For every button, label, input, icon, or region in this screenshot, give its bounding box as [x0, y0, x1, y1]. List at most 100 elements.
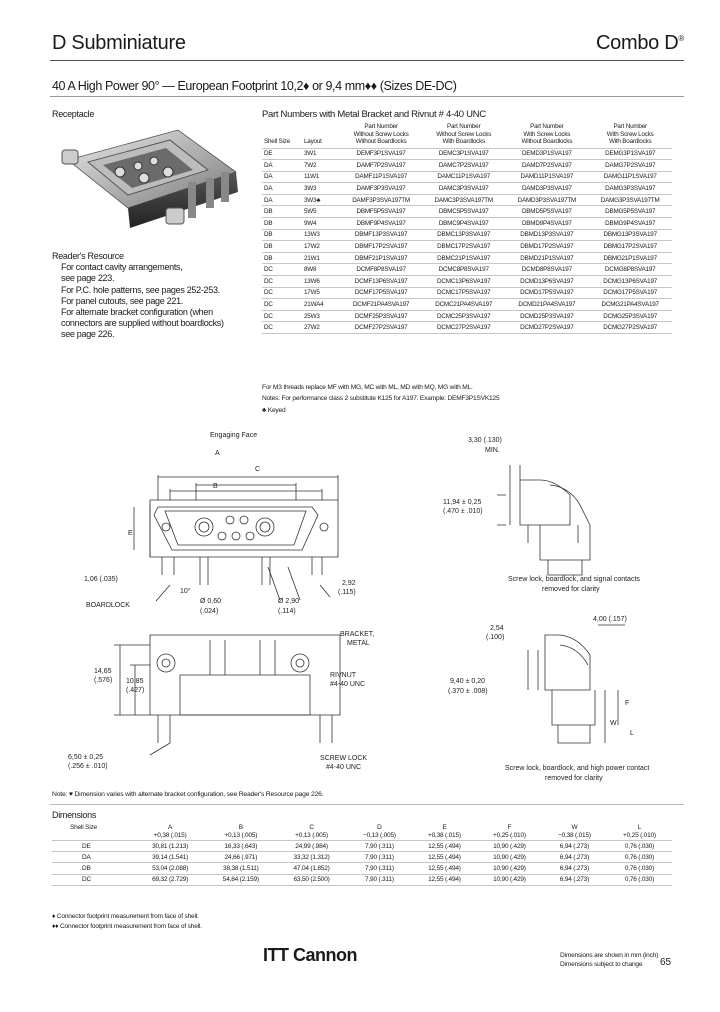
caption-top-2: removed for clarity: [542, 586, 600, 593]
part-numbers-notes: For M3 threads replace MF with MG, MC wi…: [262, 382, 500, 416]
table-cell: DEMD3P1SVA197: [521, 150, 572, 158]
table-cell: 12,55 (.494): [428, 876, 461, 884]
table-cell: DBMC21P1SVA197: [437, 254, 491, 262]
table-cell: 7,90 (.311): [365, 853, 394, 861]
table-cell: DCMG17P5SVA197: [603, 289, 658, 297]
table-cell: DEMF3P1SVA197: [356, 150, 406, 158]
table-cell: 0,76 (.030): [624, 864, 655, 872]
dim-940b-label: (.370 ± .008): [448, 688, 488, 695]
registered-mark: ®: [678, 34, 684, 43]
table-cell: DAMF11P1SVA197: [355, 173, 408, 181]
table-cell: DB: [264, 243, 273, 251]
table-cell: DE: [264, 150, 273, 158]
tolerance-cell: −0,38 (.015): [558, 832, 591, 839]
dim-e-label: E: [128, 530, 133, 537]
column-header: Part Number With Screw Locks With Boardl…: [606, 123, 654, 145]
table-cell: DBMC13P3SVA197: [437, 231, 491, 239]
tolerance-cell: +0,25 (.010): [493, 832, 526, 839]
column-header: C: [309, 824, 314, 831]
dim-1194b-label: (.470 ± .010): [443, 508, 483, 515]
table-cell: 12,55 (.494): [428, 864, 461, 872]
receptacle-label: Receptacle: [52, 109, 95, 119]
footer-dimensions-note: Dimensions are shown in mm (inch) Dimens…: [560, 952, 658, 969]
table-cell: DAMC7P2SVA197: [438, 161, 489, 169]
table-cell: DCMF17P5SVA197: [354, 289, 408, 297]
table-cell: DC: [264, 301, 273, 309]
table-cell: 6,94 (.273): [559, 853, 590, 861]
dim-290b-label: (.114): [278, 608, 296, 615]
tolerance-cell: +0,13 (.005): [224, 832, 258, 839]
table-cell: DB: [264, 219, 273, 227]
table-cell: DAMC11P1SVA197: [437, 173, 491, 181]
table-cell: DCMC21PA4SVA197: [435, 301, 493, 309]
table-cell: 30,81 (1.213): [152, 842, 189, 850]
table-cell: 3W3: [304, 185, 317, 193]
table-cell: DBMD21P1SVA197: [520, 254, 574, 262]
table-cell: DBMG5P5SVA197: [605, 208, 656, 216]
table-cell: DCMF25P3SVA197: [354, 312, 408, 320]
dimensions-notes: ♦ Connector footprint measurement from f…: [52, 912, 202, 932]
table-cell: DCMF8P8SVA197: [356, 266, 406, 274]
dim-106-label: 1,06 (.035): [84, 576, 118, 583]
table-cell: 25W3: [304, 312, 320, 320]
table-cell: DCMC13P6SVA197: [437, 277, 491, 285]
table-cell: DCMC17P5SVA197: [437, 289, 491, 297]
table-cell: 17W2: [304, 243, 320, 251]
table-cell: DC: [264, 277, 273, 285]
table-cell: DBMG17P2SVA197: [603, 243, 657, 251]
dim-f-label: F: [625, 700, 629, 707]
table-cell: DAMG7P2SVA197: [605, 161, 656, 169]
note-line: ♣ Keyed: [262, 406, 286, 414]
table-cell: DEMG3P1SVA197: [605, 150, 656, 158]
table-cell: DBMC5P5SVA197: [438, 208, 489, 216]
table-cell: DAMF3P3SVA197TM: [352, 196, 410, 204]
table-cell: DE: [82, 842, 91, 850]
tolerance-cell: +0,25 (.010): [623, 832, 656, 839]
table-cell: 10,90 (.429): [493, 842, 526, 850]
table-cell: DAMC3P3SVA197TM: [434, 196, 493, 204]
table-cell: 63,50 (2.500): [293, 876, 330, 884]
dim-254b-label: (.100): [486, 634, 504, 641]
table-cell: DCMD21PA4SVA197: [518, 301, 576, 309]
table-header-row: Shell Size Layout Part Number Without Sc…: [262, 123, 672, 148]
column-header: A: [168, 824, 173, 831]
table-cell: DBMD13P3SVA197: [520, 231, 574, 239]
column-header: L: [637, 824, 642, 831]
subtitle-rule: [50, 96, 684, 97]
table-cell: DAMD7P2SVA197: [521, 161, 572, 169]
table-cell: DAMF7P2SVA197: [356, 161, 406, 169]
dim-292-label: 2,92: [342, 580, 356, 587]
table-cell: DBMG9P4SVA197: [605, 219, 656, 227]
dim-b-label: B: [213, 483, 218, 490]
table-cell: 12,55 (.494): [428, 842, 461, 850]
dim-060b-label: (.024): [200, 608, 218, 615]
table-cell: DCMG25P3SVA197: [603, 312, 658, 320]
table-cell: DB: [264, 208, 273, 216]
resource-line: connectors are supplied without boardloc…: [61, 318, 224, 329]
table-cell: DBMC17P2SVA197: [437, 243, 491, 251]
table-cell: DAMD11P1SVA197: [520, 173, 574, 181]
table-cell: 9W4: [304, 219, 317, 227]
column-header: D: [377, 824, 382, 831]
tolerance-cell: [52, 832, 135, 841]
bracket-label: BRACKET,: [340, 631, 374, 638]
table-cell: 21W1: [304, 254, 320, 262]
table-cell: DCMF27P2SVA197: [354, 324, 408, 332]
rivnut-label-2: #4-40 UNC: [330, 681, 365, 688]
table-cell: DCMG21PA4SVA197: [601, 301, 660, 309]
table-cell: DBMF9P4SVA197: [356, 219, 406, 227]
page-title: D Subminiature: [52, 32, 186, 54]
table-cell: DAMG3P3SVA197TM: [600, 196, 660, 204]
table-cell: DCMD17P5SVA197: [520, 289, 574, 297]
